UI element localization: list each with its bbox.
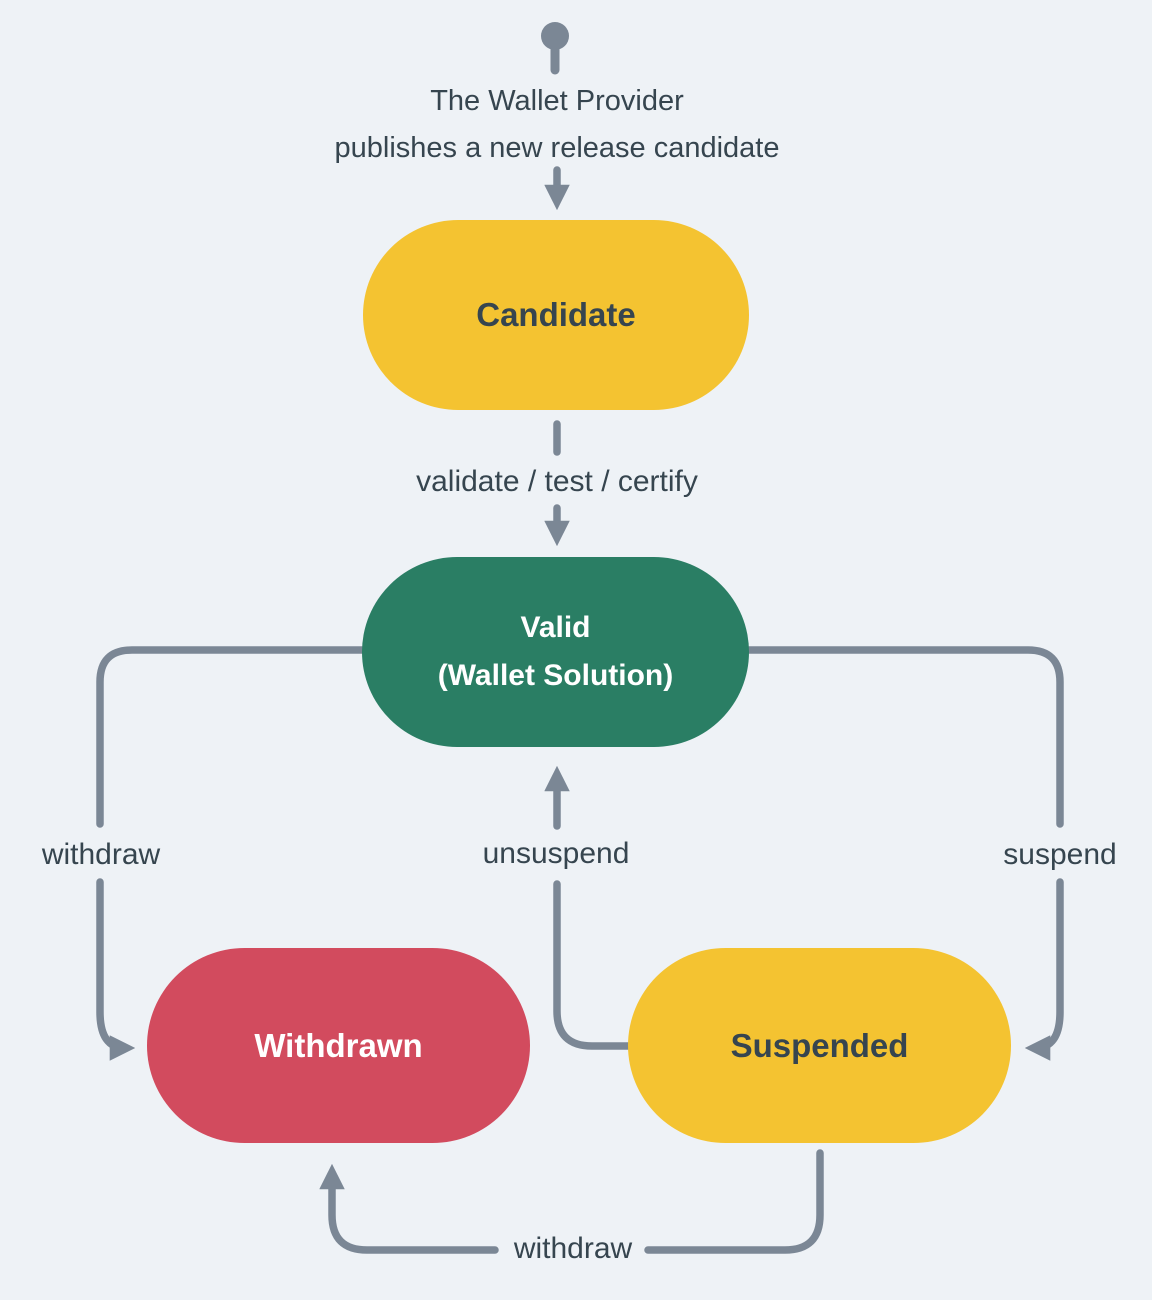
edge-label-validate-test-certify: validate / test / certify	[416, 465, 698, 498]
edge-suspended-to-withdrawn-left	[319, 1163, 499, 1254]
start-state-icon	[541, 22, 569, 75]
node-valid-sublabel: (Wallet Solution)	[437, 659, 674, 692]
start-note-line2: publishes a new release candidate	[334, 132, 780, 164]
edge-valid-to-suspended-lower	[1024, 878, 1064, 1061]
edge-label-suspend: suspend	[1003, 838, 1117, 871]
edge-suspended-to-valid-lower	[553, 880, 632, 1050]
start-note-line1: The Wallet Provider	[430, 85, 684, 117]
node-withdrawn-label: Withdrawn	[254, 1026, 423, 1064]
node-suspended-label: Suspended	[730, 1026, 909, 1064]
edge-label-withdraw-left: withdraw	[41, 838, 161, 871]
node-valid-label: Valid	[520, 611, 591, 644]
node-withdrawn: Withdrawn	[147, 948, 530, 1143]
node-candidate: Candidate	[363, 220, 749, 410]
edge-valid-to-withdrawn-upper	[96, 646, 367, 828]
node-valid: Valid (Wallet Solution)	[362, 557, 749, 747]
edge-valid-to-withdrawn-lower	[96, 878, 136, 1061]
edge-label-withdraw-bottom: withdraw	[513, 1232, 633, 1265]
edge-suspended-to-withdrawn-right	[644, 1149, 824, 1254]
edge-valid-to-suspended-upper	[745, 646, 1064, 828]
node-suspended: Suspended	[628, 948, 1011, 1143]
start-note: The Wallet Provider publishes a new rele…	[207, 78, 907, 172]
node-candidate-label: Candidate	[476, 296, 636, 333]
edge-label-unsuspend: unsuspend	[482, 837, 630, 870]
